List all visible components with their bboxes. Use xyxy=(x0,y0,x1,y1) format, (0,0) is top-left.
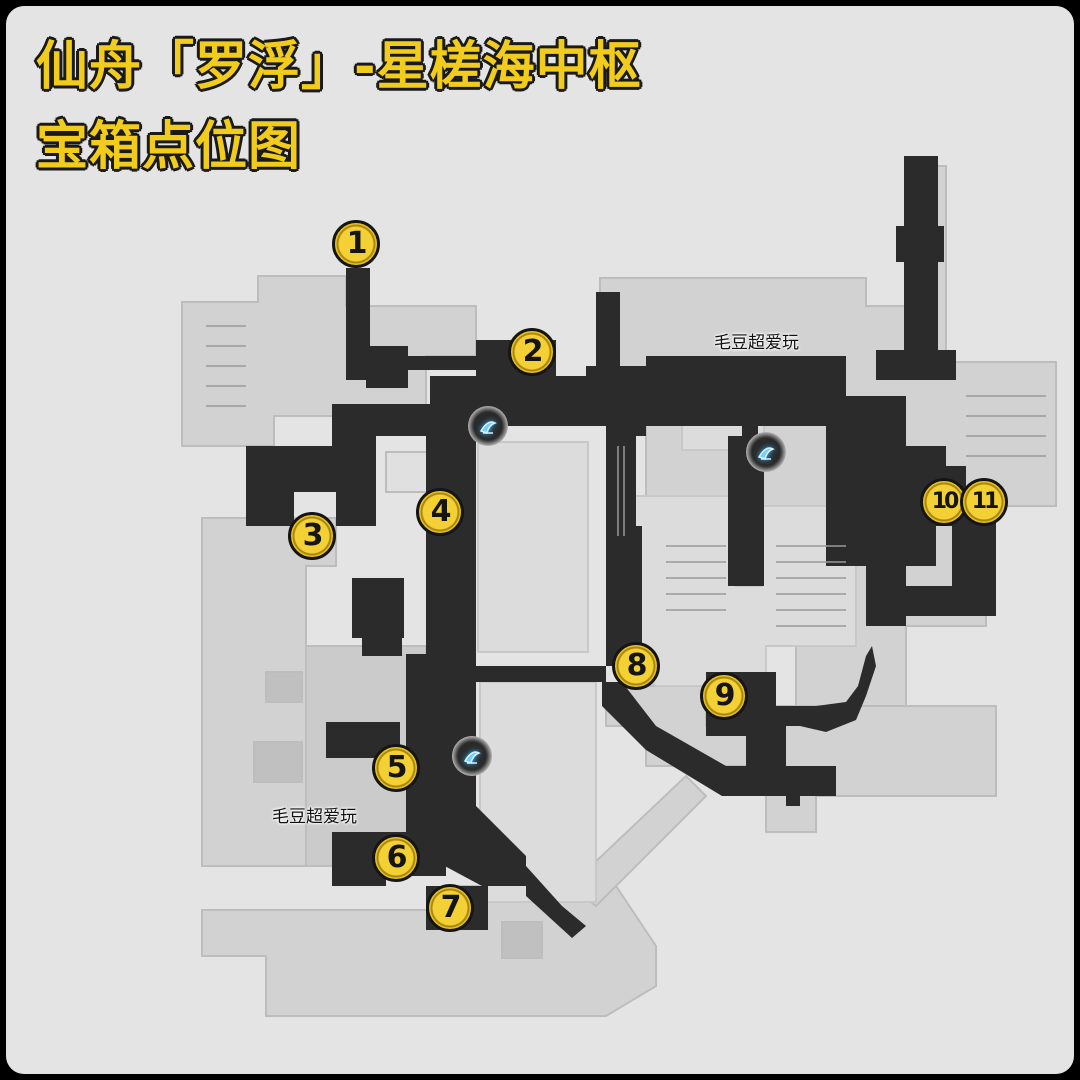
chest-number: 2 xyxy=(522,334,544,369)
chest-marker-1[interactable]: 1 xyxy=(332,220,380,268)
chest-number: 9 xyxy=(714,678,736,713)
chest-number: 10 xyxy=(931,489,960,514)
chest-marker-4[interactable]: 4 xyxy=(416,488,464,536)
chest-marker-9[interactable]: 9 xyxy=(700,672,748,720)
page-subtitle: 宝箱点位图 xyxy=(36,117,302,177)
chest-number: 5 xyxy=(386,750,408,785)
map-canvas xyxy=(181,156,1057,1017)
chest-number: 8 xyxy=(626,648,648,683)
watermark-bottom: 毛豆超爱玩 xyxy=(272,807,357,827)
chest-marker-11[interactable]: 11 xyxy=(960,478,1008,526)
chest-number: 7 xyxy=(440,890,462,925)
chest-marker-3[interactable]: 3 xyxy=(288,512,336,560)
space-anchor-icon[interactable] xyxy=(746,432,786,472)
page-title: 仙舟「罗浮」-星槎海中枢 xyxy=(36,37,642,97)
chest-marker-5[interactable]: 5 xyxy=(372,744,420,792)
chest-marker-2[interactable]: 2 xyxy=(508,328,556,376)
chest-marker-7[interactable]: 7 xyxy=(426,884,474,932)
stair-details xyxy=(206,325,1046,627)
map-frame: 仙舟「罗浮」-星槎海中枢 宝箱点位图 毛豆超爱玩 毛豆超爱玩 1 2 3 4 5… xyxy=(6,6,1074,1074)
watermark-top: 毛豆超爱玩 xyxy=(714,333,799,353)
chest-marker-8[interactable]: 8 xyxy=(612,642,660,690)
chest-number: 3 xyxy=(302,518,324,553)
space-anchor-icon[interactable] xyxy=(468,406,508,446)
chest-number: 11 xyxy=(971,489,1000,514)
chest-number: 4 xyxy=(430,494,452,529)
chest-number: 1 xyxy=(346,226,368,261)
chest-marker-6[interactable]: 6 xyxy=(372,834,420,882)
chest-number: 6 xyxy=(386,840,408,875)
space-anchor-icon[interactable] xyxy=(452,736,492,776)
